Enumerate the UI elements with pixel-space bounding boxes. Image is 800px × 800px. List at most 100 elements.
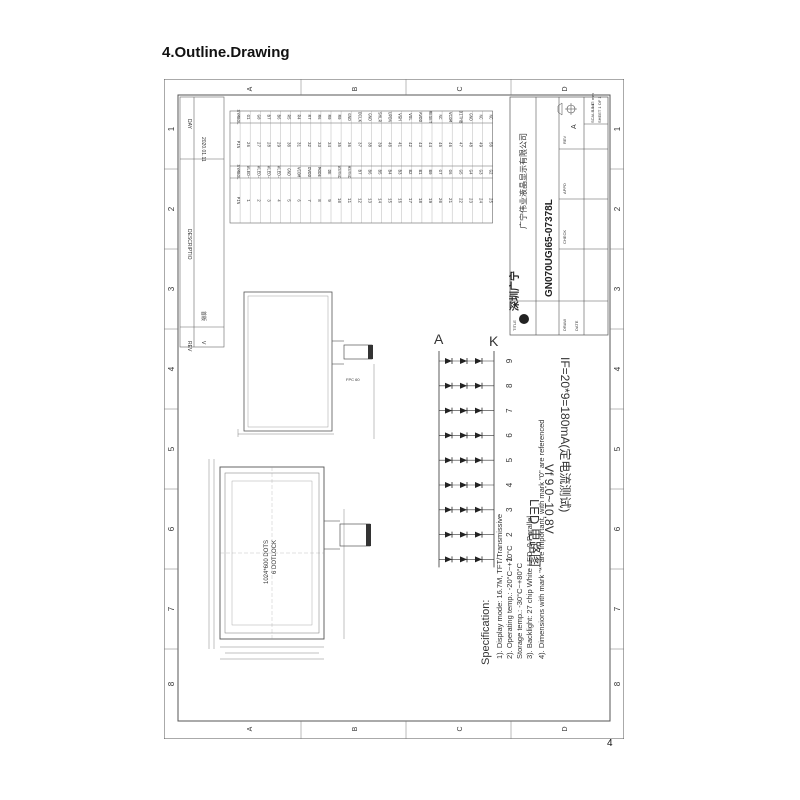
pin-table-cell: G1 bbox=[245, 114, 249, 120]
pin-table-cell: R5 bbox=[286, 114, 290, 120]
led-string-number: 7 bbox=[505, 408, 514, 413]
pin-table-cell: VGH bbox=[397, 113, 401, 121]
day-value: 2020.01.11 bbox=[200, 137, 206, 162]
pin-table-cell: NC bbox=[488, 114, 492, 120]
pin-table-cell: VCOM bbox=[447, 112, 451, 123]
pin-table-cell: G2 bbox=[488, 169, 492, 175]
side-view-drawing: FPC 60 bbox=[237, 291, 375, 439]
led-string-number: 9 bbox=[505, 358, 514, 363]
frame-letter: A bbox=[247, 726, 254, 731]
pin-table-cell: 49 bbox=[477, 142, 481, 148]
pin-table-cell: VLED- bbox=[275, 166, 279, 179]
pin-table-cell: 16 bbox=[397, 198, 401, 204]
frame-letter: C bbox=[457, 86, 464, 91]
pin-table-cell: GND bbox=[467, 113, 471, 121]
projection-symbol-icon bbox=[557, 102, 577, 116]
pin-table-cell: 32 bbox=[306, 142, 310, 148]
led-string-number: 1 bbox=[505, 557, 514, 562]
pin-table-cell: B6 bbox=[366, 169, 370, 175]
pin-table-cell: 6 bbox=[296, 199, 300, 202]
led-string-number: 2 bbox=[505, 532, 514, 537]
led-diode-icon bbox=[445, 506, 452, 513]
pin-table-cell: G6 bbox=[447, 169, 451, 175]
pin-table-cell: GND bbox=[366, 113, 370, 121]
pin-table-cell: 23 bbox=[467, 198, 471, 204]
pin-table-cell: 17 bbox=[407, 198, 411, 204]
pin-table-cell: DE bbox=[326, 169, 330, 175]
date-label: DATE bbox=[574, 320, 579, 331]
side-view-fpc-label: FPC 60 bbox=[346, 377, 360, 382]
company-name: 广宁伟业液晶显示有限公司 bbox=[518, 133, 528, 229]
pin-table-cell: 27 bbox=[255, 142, 259, 148]
appd-label: APPD bbox=[562, 183, 567, 194]
led-string-number: 6 bbox=[505, 433, 514, 438]
frame-number: 4 bbox=[613, 366, 622, 371]
model-number: GN070UGI65-07378L bbox=[544, 199, 555, 297]
led-diode-icon bbox=[460, 382, 467, 389]
pin-table-cell: DITHB bbox=[457, 111, 461, 124]
pin-table-cell: 8 bbox=[316, 199, 320, 202]
draw-label: DRAW bbox=[562, 319, 567, 331]
pin-table-cell: HSYNC bbox=[346, 166, 350, 179]
led-diode-icon bbox=[475, 407, 482, 414]
pin-table-cell: 50 bbox=[488, 142, 492, 148]
pin-table-cell: 28 bbox=[265, 142, 269, 148]
pin-table-cell: 18 bbox=[417, 198, 421, 204]
pin-table-cell: R0 bbox=[336, 114, 340, 120]
frame-number: 6 bbox=[613, 526, 622, 531]
frame-number: 2 bbox=[167, 206, 176, 211]
pin-table-cell: R0 bbox=[326, 114, 330, 120]
frame-number: 7 bbox=[613, 606, 622, 611]
pin-table-cell: 42 bbox=[407, 142, 411, 148]
pin-table-cell: RESET bbox=[427, 111, 431, 124]
sheet-number: SHEET 1 OF 1 bbox=[597, 96, 602, 123]
rev-letter: A bbox=[571, 124, 578, 129]
pin-table-cell: R7 bbox=[306, 114, 310, 120]
led-diode-icon bbox=[475, 482, 482, 488]
pin-table-cell: 38 bbox=[366, 142, 370, 148]
pin-table-cell: B7 bbox=[356, 169, 360, 175]
pin-table-cell: 10 bbox=[336, 198, 340, 204]
pin-table-cell: B7 bbox=[265, 114, 269, 120]
pin-table-cell: VCOM bbox=[296, 167, 300, 178]
spec-item-5: 4). Dimensions with mark "*" are importa… bbox=[537, 420, 546, 659]
pin-table-cell: DVDD bbox=[306, 167, 310, 178]
cathode-label: K bbox=[489, 333, 499, 349]
revision-block: REV DESCRIPTIO DAY V 首版 2020.01.11 bbox=[179, 96, 225, 352]
pin-table-cell: GND bbox=[286, 168, 290, 176]
pin-table-cell: NC bbox=[477, 114, 481, 120]
frame-number: 2 bbox=[613, 206, 622, 211]
pin-table-cell: 39 bbox=[376, 142, 380, 148]
frame-letter: C bbox=[457, 726, 464, 731]
pin-table-cell: B5 bbox=[376, 169, 380, 175]
pin-table-cell: VLED- bbox=[245, 166, 249, 179]
frame-number: 1 bbox=[613, 126, 622, 131]
pin-table-cell: R6 bbox=[316, 114, 320, 120]
pin-table-cell: VLED- bbox=[265, 166, 269, 179]
led-string-number: 3 bbox=[505, 507, 514, 512]
pin-table-cell: 9 bbox=[326, 199, 330, 202]
pin-table-cell: 19 bbox=[427, 198, 431, 204]
led-diode-icon bbox=[475, 506, 482, 513]
led-diode-icon bbox=[475, 358, 482, 364]
pin-table-header: PIN bbox=[235, 197, 239, 205]
pin-table-cell: 34 bbox=[326, 142, 330, 148]
frame-letter: A bbox=[247, 86, 254, 91]
frame-number: 3 bbox=[167, 286, 176, 291]
frame-number: 3 bbox=[613, 286, 622, 291]
led-diode-icon bbox=[445, 482, 452, 488]
day-header: DAY bbox=[186, 119, 192, 130]
pin-table-cell: B2 bbox=[407, 169, 411, 175]
pin-table-cell: G4 bbox=[467, 169, 471, 175]
led-circuit-title: LED 电路图 bbox=[527, 499, 542, 567]
pin-table-cell: 46 bbox=[447, 142, 451, 148]
led-diode-icon bbox=[460, 506, 467, 513]
pin-table-cell: B1 bbox=[417, 169, 421, 175]
pin-table-cell: VGL bbox=[407, 113, 411, 121]
pin-table-cell: 48 bbox=[467, 142, 471, 148]
anode-label: A bbox=[434, 331, 444, 347]
pin-table-cell: 26 bbox=[245, 142, 249, 148]
frame-letter: D bbox=[562, 726, 569, 731]
